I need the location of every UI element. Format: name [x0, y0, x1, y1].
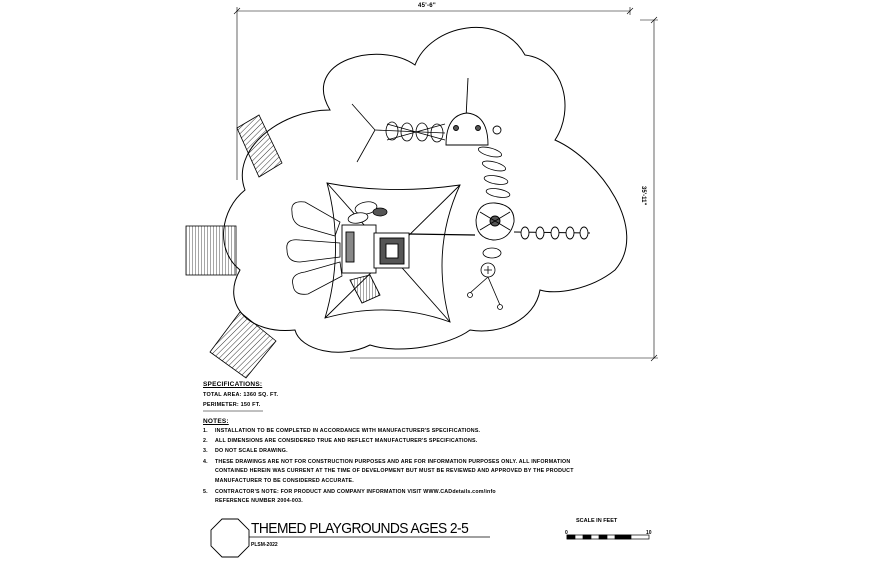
hex-hub	[475, 202, 591, 241]
central-structure	[341, 224, 476, 304]
stepping-discs	[477, 146, 511, 198]
notes-heading: NOTES:	[203, 418, 229, 425]
play-area-boundary	[223, 27, 628, 353]
scale-label: SCALE IN FEET	[576, 518, 618, 524]
slides	[286, 201, 343, 295]
note-item: 2.ALL DIMENSIONS ARE CONSIDERED TRUE AND…	[203, 438, 478, 444]
note-item-continued: REFERENCE NUMBER 2004-003.	[215, 498, 303, 504]
scale-end: 10	[646, 530, 652, 536]
drawing-subtitle: PLSM-2022	[251, 542, 278, 548]
width-dimension-label: 45'-6"	[418, 3, 437, 9]
entrance-pad-top	[236, 114, 283, 178]
note-item-continued: CONTAINED HEREIN WAS CURRENT AT THE TIME…	[215, 468, 574, 474]
note-item: 5.CONTRACTOR'S NOTE: FOR PRODUCT AND COM…	[203, 489, 496, 495]
specifications-heading: SPECIFICATIONS:	[203, 381, 263, 388]
entrance-pad-left	[185, 225, 237, 276]
note-item-continued: MANUFACTURER TO BE CONSIDERED ACCURATE.	[215, 478, 354, 484]
note-item: 3.DO NOT SCALE DRAWING.	[203, 448, 288, 454]
entrance-pad-bottom	[209, 311, 277, 379]
oval-climbers	[347, 201, 388, 224]
dimension-width	[233, 7, 634, 180]
spinner	[467, 247, 503, 310]
note-item: 4.THESE DRAWINGS ARE NOT FOR CONSTRUCTIO…	[203, 459, 571, 465]
title-logo-octagon	[210, 518, 490, 558]
drawing-title: THEMED PLAYGROUNDS AGES 2-5	[251, 520, 469, 537]
arch-deck	[445, 77, 502, 146]
scale-start: 0	[565, 530, 568, 536]
height-dimension-label: 35'-11"	[640, 186, 646, 206]
dimension-height	[350, 16, 658, 362]
total-area: TOTAL AREA: 1360 SQ. FT.	[203, 392, 279, 398]
spiral-climber	[351, 103, 446, 163]
scale-bar	[566, 534, 650, 540]
perimeter: PERIMETER: 150 FT.	[203, 402, 261, 408]
note-item: 1.INSTALLATION TO BE COMPLETED IN ACCORD…	[203, 428, 481, 434]
